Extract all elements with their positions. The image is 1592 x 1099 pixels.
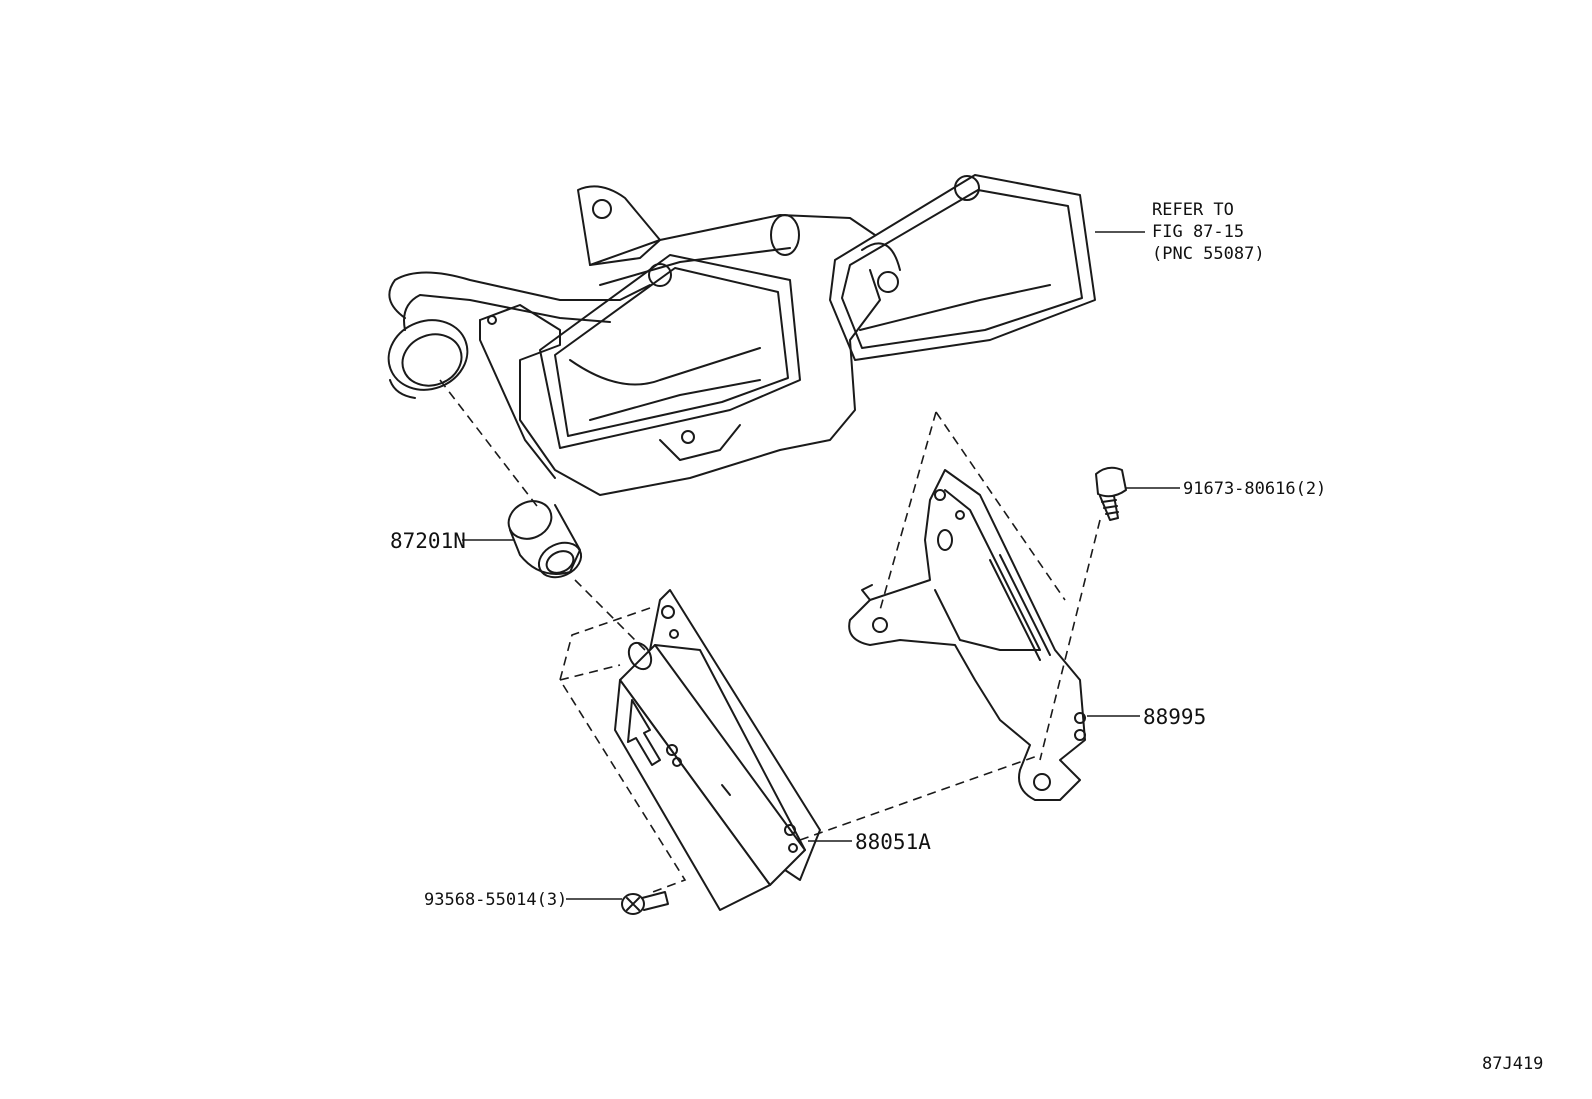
reference-note-line-3: (PNC 55087): [1152, 244, 1265, 264]
callout-grommet: 87201N: [390, 529, 466, 553]
figure-code: 87J419: [1482, 1054, 1543, 1074]
callout-screw: 93568-55014(3): [424, 890, 567, 910]
module-part: [614, 589, 821, 911]
bracket-part: [848, 469, 1086, 801]
bolt-part: [1095, 466, 1127, 521]
leader-lines: [462, 231, 1180, 900]
callout-bracket: 88995: [1143, 705, 1206, 729]
grommet-part: [507, 500, 583, 579]
callout-module: 88051A: [855, 830, 931, 854]
assembly-lines: [439, 379, 1101, 894]
reference-note-line-2: FIG 87-15: [1152, 222, 1244, 242]
callout-bolt: 91673-80616(2): [1183, 479, 1326, 499]
reference-note-line-1: REFER TO: [1152, 200, 1234, 220]
screw-part: [621, 891, 669, 915]
air-duct-housing: [387, 174, 1096, 496]
